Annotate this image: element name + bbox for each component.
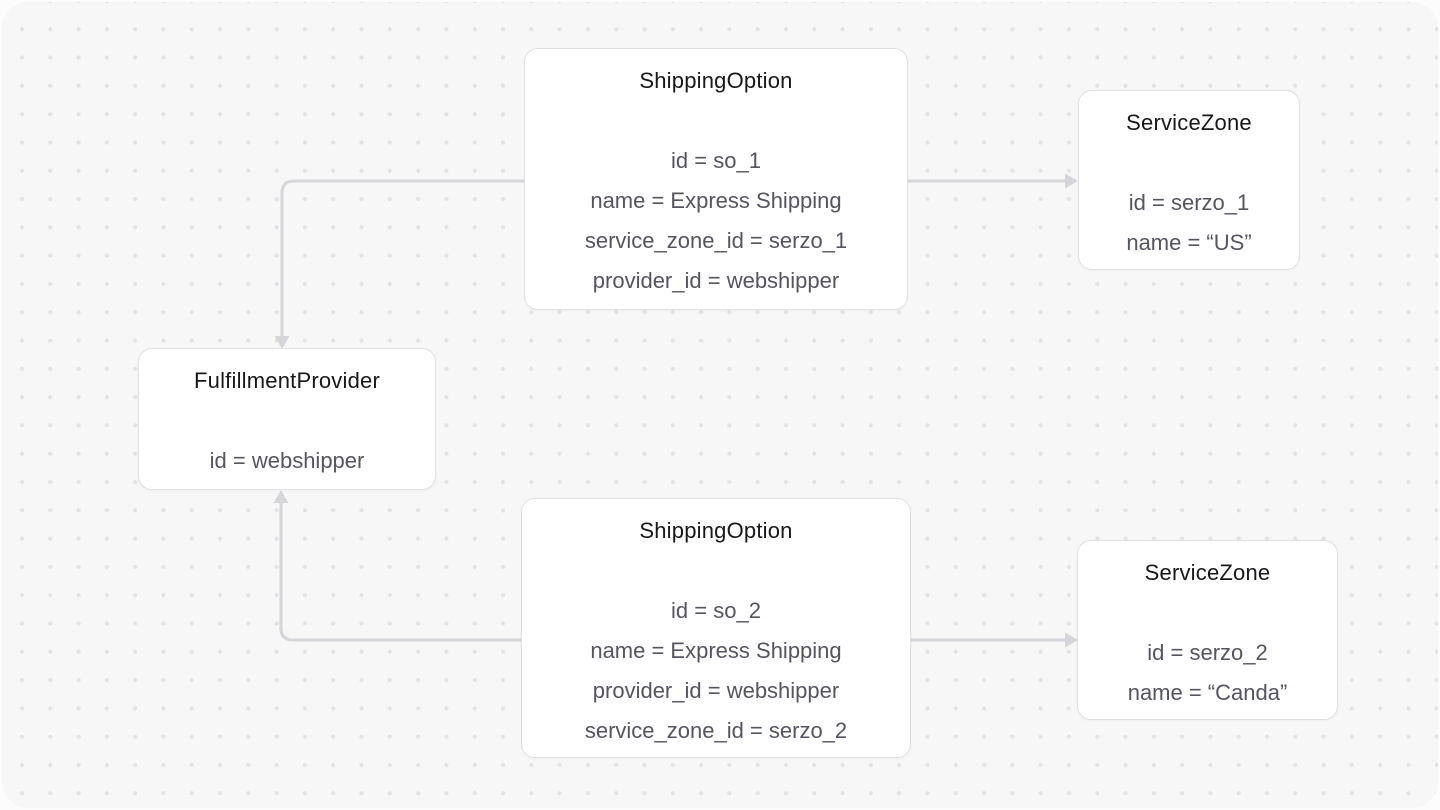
entity-node-shipping-option-1: ShippingOption id = so_1 name = Express … [524, 48, 908, 310]
entity-field: service_zone_id = serzo_2 [584, 718, 848, 743]
entity-field: id = so_1 [671, 148, 761, 173]
entity-title: ServiceZone [1126, 110, 1252, 135]
entity-field: id = serzo_1 [1128, 190, 1250, 215]
entity-title: ServiceZone [1144, 560, 1271, 585]
entity-field: name = Express Shipping [590, 188, 842, 213]
entity-title: FulfillmentProvider [194, 368, 380, 393]
entity-field: id = webshipper [209, 448, 365, 473]
entity-field: provider_id = webshipper [592, 678, 840, 703]
entity-field: provider_id = webshipper [592, 268, 840, 293]
entity-node-service-zone-2: ServiceZone id = serzo_2 name = “Canda” [1077, 540, 1338, 720]
entity-node-service-zone-1: ServiceZone id = serzo_1 name = “US” [1078, 90, 1300, 270]
entity-field: id = serzo_2 [1147, 640, 1268, 665]
entity-field: name = Express Shipping [590, 638, 842, 663]
entity-title: ShippingOption [639, 518, 793, 543]
entity-field: id = so_2 [671, 598, 761, 623]
entity-title: ShippingOption [639, 68, 793, 93]
entity-node-shipping-option-2: ShippingOption id = so_2 name = Express … [521, 498, 911, 758]
entity-node-fulfillment-provider: FulfillmentProvider id = webshipper [138, 348, 436, 490]
entity-field: name = “Canda” [1127, 680, 1288, 705]
entity-field: service_zone_id = serzo_1 [584, 228, 848, 253]
entity-field: name = “US” [1126, 230, 1252, 255]
